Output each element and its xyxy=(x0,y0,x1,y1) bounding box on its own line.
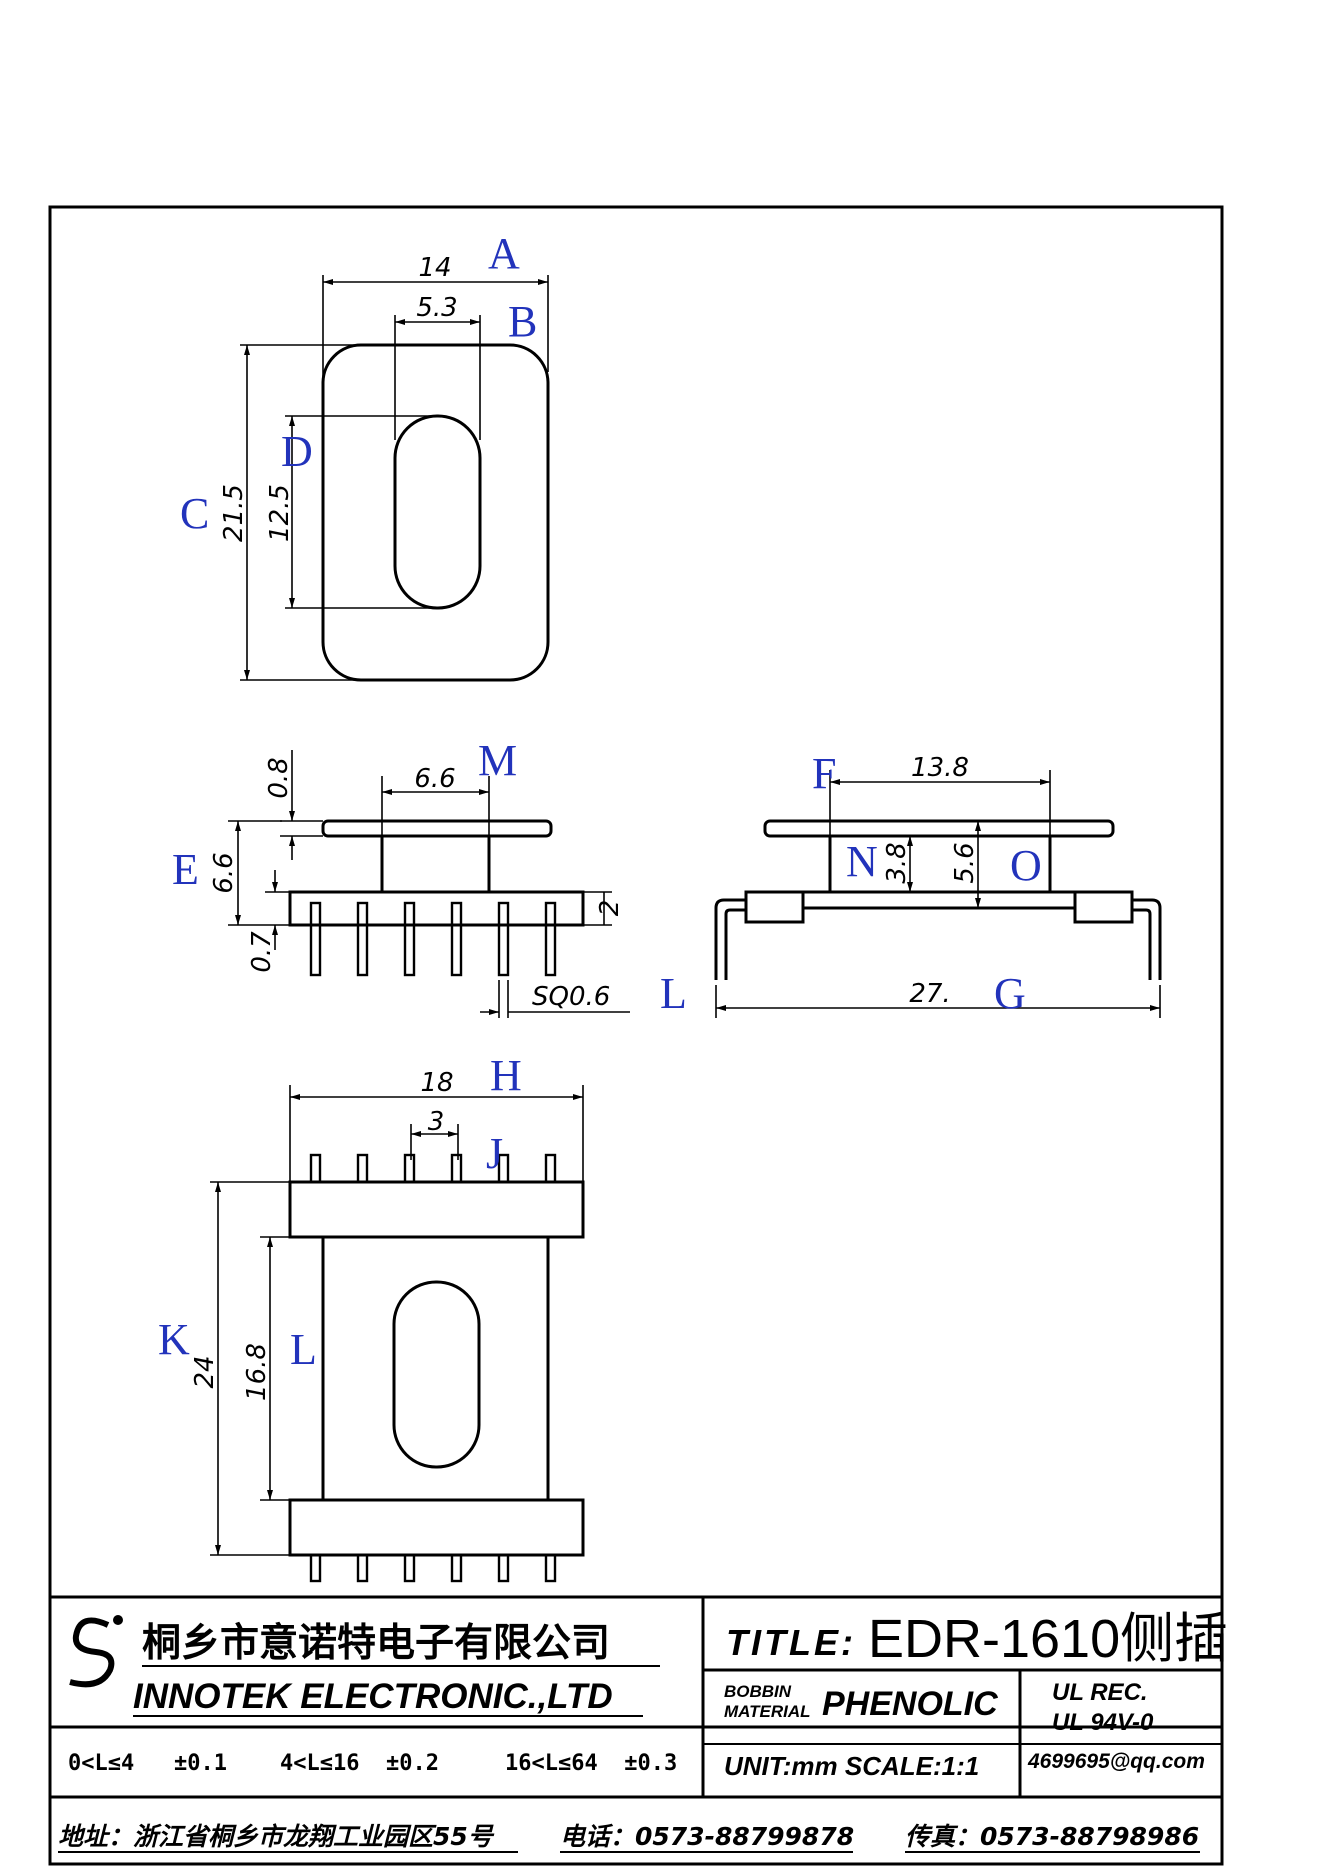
material-value: PHENOLIC xyxy=(822,1685,998,1723)
address: 地址：浙江省桐乡市龙翔工业园区55号 xyxy=(58,1822,495,1851)
side-left-pin xyxy=(714,898,746,980)
title-label: TITLE: xyxy=(726,1622,856,1663)
fax: 传真：0573-88798986 xyxy=(905,1822,1199,1851)
unit-scale: UNIT:mm SCALE:1:1 xyxy=(724,1751,979,1781)
bottom-bottom-flange xyxy=(288,1498,585,1557)
label-a: A xyxy=(488,229,520,278)
dim-front-base: 2 xyxy=(595,900,625,917)
label-g: G xyxy=(994,969,1026,1018)
side-view: 13.8 3.8 5.6 27. F N O G xyxy=(714,749,1162,1018)
company-name-cn: 桐乡市意诺特电子有限公司 xyxy=(142,1621,610,1666)
dim-front-height: 6.6 xyxy=(209,852,239,893)
label-e: E xyxy=(172,845,199,894)
dim-side-h1: 3.8 xyxy=(882,842,912,883)
label-m: M xyxy=(478,736,517,785)
dim-bottom-height: 24 xyxy=(190,1355,220,1388)
label-b: B xyxy=(508,297,537,346)
side-right-pin xyxy=(1132,898,1162,980)
bottom-top-flange xyxy=(288,1180,585,1239)
label-n: N xyxy=(846,837,878,886)
side-top-flange xyxy=(763,819,1115,838)
label-d: D xyxy=(281,427,313,476)
front-pins xyxy=(309,901,557,977)
company-name-en: INNOTEK ELECTRONIC.,LTD xyxy=(133,1677,613,1716)
dim-front-center: 6.6 xyxy=(414,764,455,794)
email: 4699695@qq.com xyxy=(1027,1750,1205,1773)
top-view: 14 5.3 21.5 12.5 A B C D xyxy=(180,229,550,682)
ul-grade: UL 94V-0 xyxy=(1052,1709,1154,1736)
label-h: H xyxy=(490,1051,522,1100)
label-c: C xyxy=(180,489,209,538)
label-j: J xyxy=(486,1129,503,1178)
company-logo-icon xyxy=(69,1615,123,1688)
label-f: F xyxy=(812,749,836,798)
dim-side-span: 27. xyxy=(909,979,950,1009)
material-label-2: MATERIAL xyxy=(724,1702,811,1721)
dim-front-flange: 0.8 xyxy=(264,757,294,798)
side-left-block xyxy=(744,890,805,924)
front-top-flange xyxy=(321,819,553,838)
top-view-core-slot xyxy=(393,414,482,610)
dim-bottom-inner: 16.8 xyxy=(242,1343,272,1401)
title-block: 桐乡市意诺特电子有限公司 INNOTEK ELECTRONIC.,LTD TIT… xyxy=(50,1595,1228,1853)
drawing-border xyxy=(48,205,1224,1866)
bottom-pins-bottom xyxy=(309,1553,557,1583)
label-l-front: L xyxy=(660,969,687,1018)
dim-front-pin: SQ0.6 xyxy=(532,982,610,1012)
bottom-core-slot xyxy=(392,1280,481,1469)
dim-bottom-pitch: 3 xyxy=(428,1107,445,1137)
front-base xyxy=(288,890,585,927)
label-l-bottom: L xyxy=(290,1325,317,1374)
tolerance-3: 16<L≤64 ±0.3 xyxy=(505,1751,677,1776)
top-view-outline xyxy=(321,343,550,682)
bottom-view: 18 3 24 16.8 H J K L xyxy=(158,1051,585,1583)
tolerance-1: 0<L≤4 ±0.1 xyxy=(68,1751,227,1776)
phone: 电话：0573-88799878 xyxy=(560,1822,854,1851)
material-label-1: BOBBIN xyxy=(724,1682,792,1701)
dim-top-inner-width: 5.3 xyxy=(416,293,457,323)
dim-bottom-width: 18 xyxy=(420,1068,453,1098)
title-value: EDR-1610侧插 xyxy=(868,1609,1228,1669)
front-view: 6.6 0.8 6.6 0.7 2 SQ0.6 M E L xyxy=(172,736,687,1018)
dim-top-height: 21.5 xyxy=(219,484,249,542)
tolerance-2: 4<L≤16 ±0.2 xyxy=(280,1751,439,1776)
label-k: K xyxy=(158,1315,190,1364)
dim-side-width: 13.8 xyxy=(911,753,969,783)
side-right-block xyxy=(1073,890,1134,924)
bottom-pins-top xyxy=(309,1153,557,1184)
dim-top-inner-height: 12.5 xyxy=(265,484,295,542)
label-o: O xyxy=(1010,841,1042,890)
dim-top-width: 14 xyxy=(418,253,451,283)
ul-rec: UL REC. xyxy=(1052,1679,1148,1706)
dim-front-pin-offset: 0.7 xyxy=(247,931,277,973)
dim-side-h2: 5.6 xyxy=(950,842,980,883)
